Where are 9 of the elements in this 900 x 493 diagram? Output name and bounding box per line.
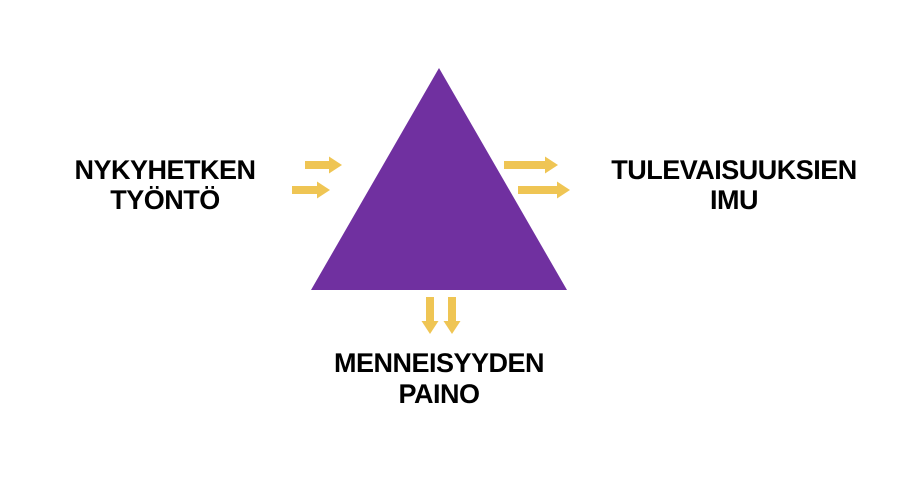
arrow (504, 156, 558, 174)
arrow (444, 297, 460, 334)
arrow (518, 182, 570, 198)
arrow (292, 182, 330, 198)
node-label: NYKYHETKEN TYÖNTÖ (73, 155, 257, 215)
arrow (305, 156, 342, 174)
arrow (422, 297, 438, 334)
node-label: TULEVAISUUKSIEN IMU (610, 155, 858, 215)
node-label: MENNEISYYDEN PAINO (332, 348, 546, 410)
